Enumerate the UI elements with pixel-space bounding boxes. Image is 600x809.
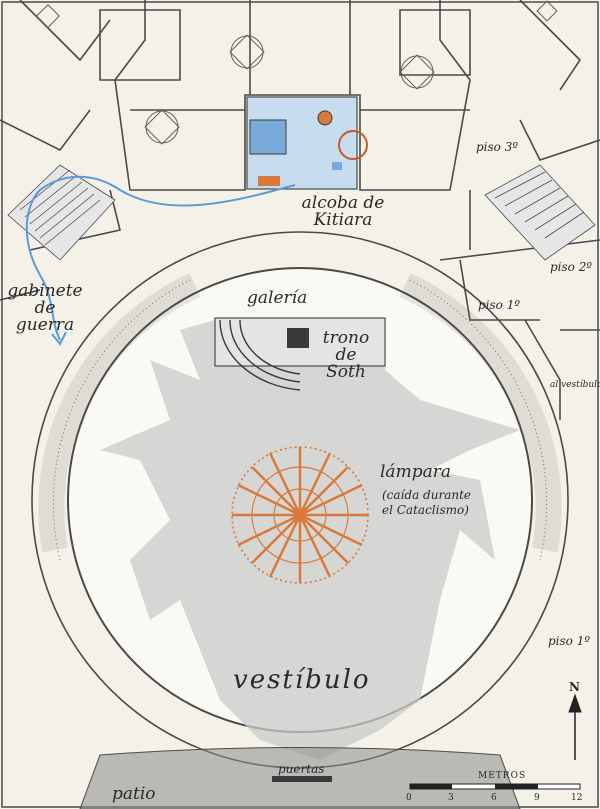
scale-title: METROS <box>478 771 527 781</box>
floor2-label: piso 2º <box>550 260 592 274</box>
north-label: N <box>569 680 580 694</box>
to-hall-label: al vestíbulo <box>550 380 600 390</box>
scale-bar <box>409 783 581 790</box>
throne-label: trono de Soth <box>322 328 370 382</box>
gallery-label: galería <box>247 288 308 308</box>
chandelier-note: (caída durante el Cataclismo) <box>382 488 471 517</box>
floor1-lower-label: piso 1º <box>548 634 590 648</box>
throne-mark <box>287 328 309 348</box>
north-arrow-icon <box>568 693 582 760</box>
staircase-left <box>7 164 116 261</box>
column-motifs <box>35 0 558 145</box>
war-cabinet-label: gabinete de guerra <box>7 281 83 335</box>
scale-tick-3: 3 <box>448 793 454 803</box>
courtyard-label: patio <box>112 784 156 804</box>
doors-label: puertas <box>278 762 325 776</box>
scale-tick-0: 0 <box>406 793 412 803</box>
hall-label: vestíbulo <box>233 665 371 695</box>
entrance <box>79 747 521 809</box>
staircase-right <box>484 164 596 261</box>
alcove-room <box>246 96 368 190</box>
chandelier <box>231 446 369 584</box>
route-path <box>25 175 296 341</box>
shadow-form <box>100 320 520 760</box>
scale-tick-6: 6 <box>491 793 497 803</box>
chandelier-label: lámpara <box>380 462 451 482</box>
floor1-upper-label: piso 1º <box>478 298 520 312</box>
upper-chambers <box>0 0 600 420</box>
throne-platform <box>214 317 386 391</box>
scale-tick-9: 9 <box>534 793 540 803</box>
floor3-label: piso 3º <box>476 140 518 154</box>
scale-tick-12: 12 <box>571 793 583 803</box>
alcove-label: alcoba de Kitiara <box>301 193 385 230</box>
route-arrow <box>51 331 67 346</box>
